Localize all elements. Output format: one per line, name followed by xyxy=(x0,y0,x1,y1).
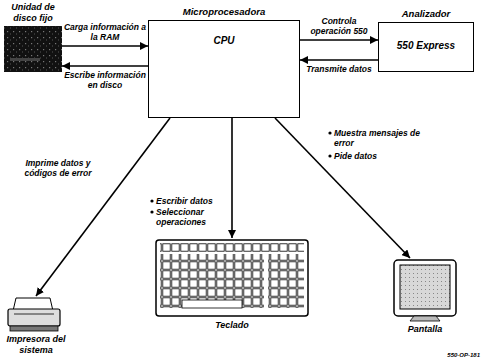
node-label: CPU xyxy=(213,35,234,47)
keyboard-picture xyxy=(156,240,308,316)
main-keys xyxy=(160,254,264,308)
connector-label: Escribe información en disco xyxy=(62,70,148,90)
printer-slot xyxy=(14,314,54,315)
printer-body xyxy=(8,309,60,326)
keyboard-case xyxy=(156,240,308,316)
connector-label: Imprime datos y códigos de error xyxy=(18,158,98,178)
bullet-dot xyxy=(150,210,153,213)
node-label: Teclado xyxy=(154,320,310,331)
keyboard: Teclado xyxy=(154,238,310,331)
box-heading: Microprocesadora xyxy=(119,6,329,17)
connector-label: Transmite datos xyxy=(302,64,376,74)
figure-code: 550-OP-181 xyxy=(420,351,480,359)
disk-drive-picture xyxy=(4,26,62,72)
function-keys xyxy=(160,243,304,252)
monitor-case xyxy=(394,260,456,316)
connector-arrow xyxy=(62,65,148,67)
bullet-dot xyxy=(150,199,153,202)
node-label: Unidad de disco fijo xyxy=(4,2,62,24)
screen-picture xyxy=(394,260,456,321)
disk-slot xyxy=(10,58,40,61)
node-label: 550 Express xyxy=(397,40,455,52)
connector-label: Controla operación 550 xyxy=(302,16,376,36)
output-note: Muestra mensajes de error xyxy=(334,128,426,148)
connector-arrow xyxy=(36,118,170,296)
connector-arrow xyxy=(62,45,148,47)
analyzer-box: Analizador550 Express xyxy=(378,22,474,72)
output-note: Pide datos xyxy=(334,151,426,161)
connector-arrow xyxy=(300,39,378,41)
disk-drive-body xyxy=(4,26,62,72)
bullet-dot xyxy=(328,154,331,157)
disk-drive: Unidad de disco fijo xyxy=(4,2,62,72)
printer-picture xyxy=(8,298,60,331)
numeric-keys xyxy=(268,254,304,308)
connector-arrow xyxy=(300,59,378,61)
space-bar xyxy=(182,300,242,308)
cpu-box: MicroprocesadoraCPU xyxy=(148,20,300,118)
bullet-dot xyxy=(328,131,331,134)
printer: Impresora del sistema xyxy=(4,296,68,356)
screen: Pantalla xyxy=(392,258,458,335)
node-label: Pantalla xyxy=(392,324,458,335)
printer-tray xyxy=(10,326,58,331)
input-note: Seleccionar operaciones xyxy=(156,207,220,227)
input-note: Escribir datos xyxy=(156,196,224,206)
connector-label: Carga información a la RAM xyxy=(62,22,148,42)
monitor-screen xyxy=(400,265,450,309)
connector-arrow xyxy=(231,118,233,238)
monitor-base xyxy=(410,316,440,321)
node-label: Impresora del sistema xyxy=(4,334,68,356)
